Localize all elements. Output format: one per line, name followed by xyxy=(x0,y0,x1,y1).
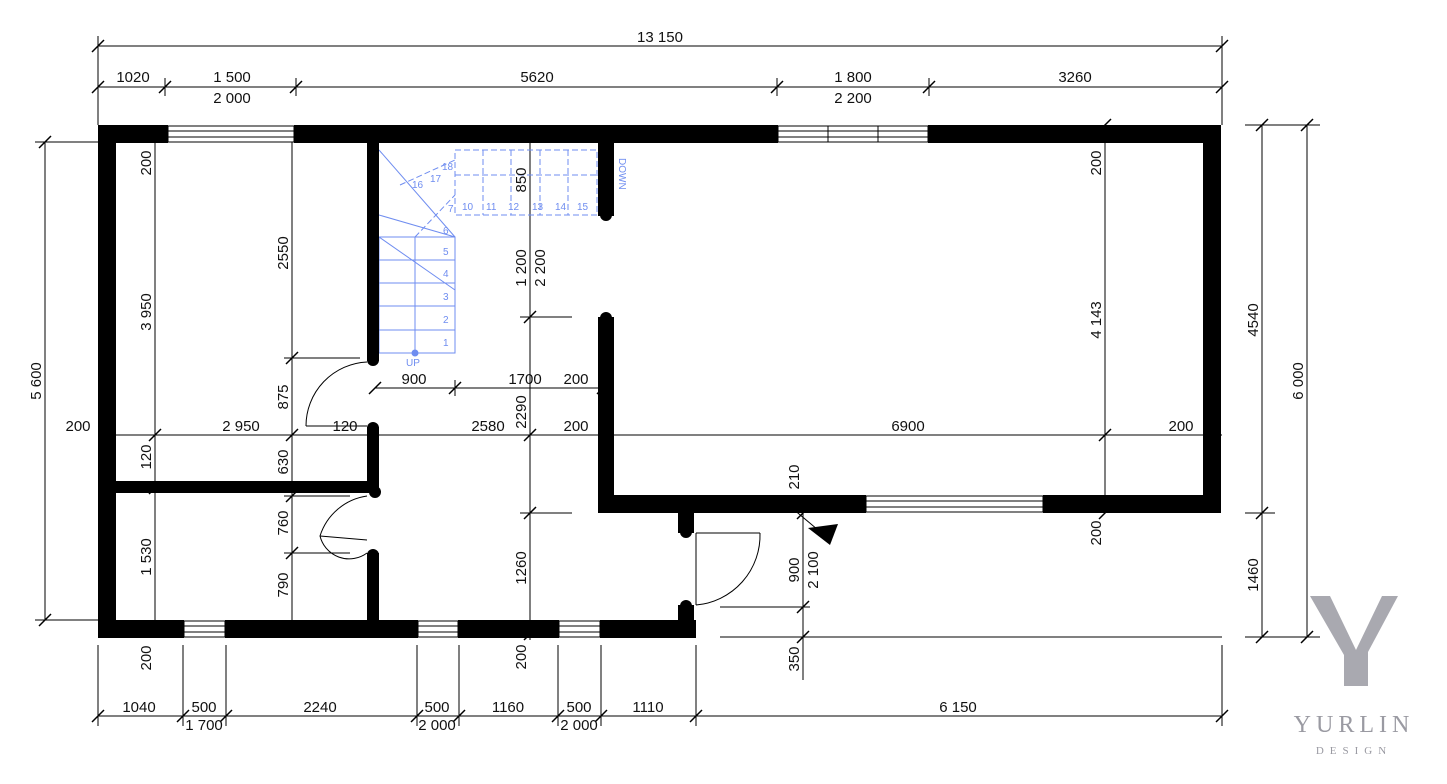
dim-2200-v: 2 200 xyxy=(532,249,549,287)
walls xyxy=(98,125,1221,638)
windows xyxy=(167,125,1044,638)
dim-left-3950: 3 950 xyxy=(138,293,155,331)
dimension-lines xyxy=(35,36,1320,726)
dim-left-120: 120 xyxy=(138,444,155,469)
dim-bottom-1110: 1110 xyxy=(632,699,663,716)
dim-bottom-500c: 500 xyxy=(566,699,591,716)
dim-bottom-2000a: 2 000 xyxy=(418,717,456,734)
stair-num-7: 7 xyxy=(448,204,454,215)
staircase xyxy=(378,149,598,357)
dim-left-200c: 200 xyxy=(138,150,155,175)
dim-bottom-2240: 2240 xyxy=(303,699,336,716)
dim-top-1500: 1 500 xyxy=(213,69,251,86)
dim-right-1460: 1460 xyxy=(1245,558,1262,591)
stair-num-14: 14 xyxy=(555,202,567,213)
dim-bottom-2000b: 2 000 xyxy=(560,717,598,734)
dim-bottom-6150: 6 150 xyxy=(939,699,977,716)
dim-790: 790 xyxy=(275,572,292,597)
dim-left-5600: 5 600 xyxy=(28,362,45,400)
stair-num-6: 6 xyxy=(443,226,449,237)
dim-bottom-500a: 500 xyxy=(191,699,216,716)
dim-2950: 2 950 xyxy=(222,418,260,435)
dim-left-1530: 1 530 xyxy=(138,538,155,576)
stair-num-17: 17 xyxy=(430,174,442,185)
stair-num-1: 1 xyxy=(443,338,449,349)
yurlin-logo: YURLIN DESIGN xyxy=(1294,596,1415,757)
dim-1200: 1 200 xyxy=(513,249,530,287)
logo-sub: DESIGN xyxy=(1316,745,1392,757)
stair-num-10: 10 xyxy=(462,202,474,213)
dim-2290: 2290 xyxy=(513,395,530,428)
dim-1260: 1260 xyxy=(513,551,530,584)
dim-200-porch: 200 xyxy=(513,644,530,669)
dim-left-200b: 200 xyxy=(138,645,155,670)
dim-900-door: 900 xyxy=(786,557,803,582)
dim-top-2000: 2 000 xyxy=(213,90,251,107)
logo-name: YURLIN xyxy=(1294,712,1415,738)
dim-4143: 4 143 xyxy=(1088,301,1105,339)
stair-down-label: DOWN xyxy=(616,158,627,190)
dim-760: 760 xyxy=(275,510,292,535)
dim-1700: 1700 xyxy=(508,371,541,388)
dim-200-tr: 200 xyxy=(1088,150,1105,175)
dim-630: 630 xyxy=(275,449,292,474)
dim-top-2200: 2 200 xyxy=(834,90,872,107)
stair-num-18: 18 xyxy=(442,162,454,173)
stair-num-5: 5 xyxy=(443,247,449,258)
stair-num-13: 13 xyxy=(532,202,544,213)
dim-top-3260: 3260 xyxy=(1058,69,1091,86)
dim-top-1020: 1020 xyxy=(116,69,149,86)
dim-top-5620: 5620 xyxy=(520,69,553,86)
dim-right-4540: 4540 xyxy=(1245,303,1262,336)
dim-900-stair: 900 xyxy=(401,371,426,388)
dim-850: 850 xyxy=(513,167,530,192)
dim-6900: 6900 xyxy=(891,418,924,435)
dim-2580: 2580 xyxy=(471,418,504,435)
stair-num-11: 11 xyxy=(486,202,497,213)
dim-right-6000: 6 000 xyxy=(1290,362,1307,400)
dim-bottom-500b: 500 xyxy=(424,699,449,716)
wall-end-caps xyxy=(367,209,692,612)
dim-200-stair: 200 xyxy=(563,371,588,388)
dim-top-1800: 1 800 xyxy=(834,69,872,86)
stair-num-4: 4 xyxy=(443,269,449,280)
stair-num-15: 15 xyxy=(577,202,589,213)
stair-step-numbers: 1 2 3 4 5 6 7 10 11 12 13 14 15 16 17 18… xyxy=(406,158,627,369)
dim-200-right: 200 xyxy=(1168,418,1193,435)
dimension-labels: 13 150 1020 1 500 2 000 5620 1 800 2 200… xyxy=(28,29,1307,734)
stair-num-12: 12 xyxy=(508,202,520,213)
stair-up-label: UP xyxy=(406,358,420,369)
dim-210: 210 xyxy=(786,464,803,489)
dim-350: 350 xyxy=(786,646,803,671)
dim-bottom-1700: 1 700 xyxy=(185,717,223,734)
doors xyxy=(305,361,761,606)
stair-num-2: 2 xyxy=(443,315,449,326)
logo-y-mark xyxy=(1310,596,1398,686)
dim-120: 120 xyxy=(332,418,357,435)
dim-left-200: 200 xyxy=(65,418,90,435)
dim-overall-width: 13 150 xyxy=(637,29,683,46)
dim-bottom-1160: 1160 xyxy=(492,699,524,716)
stair-num-16: 16 xyxy=(412,180,424,191)
dim-2100: 2 100 xyxy=(805,551,822,589)
dim-200-br: 200 xyxy=(1088,520,1105,545)
stair-num-3: 3 xyxy=(443,292,449,303)
dim-2550: 2550 xyxy=(275,236,292,269)
dim-875: 875 xyxy=(275,384,292,409)
dim-bottom-1040: 1040 xyxy=(122,699,155,716)
dim-200-mid: 200 xyxy=(563,418,588,435)
